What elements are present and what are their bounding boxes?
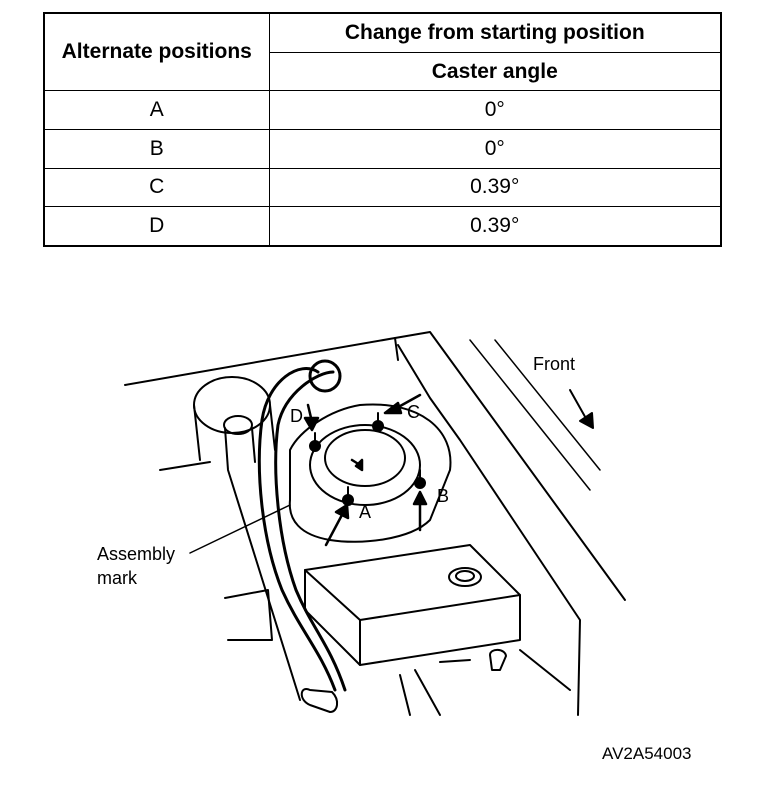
coolant-reservoir xyxy=(304,544,521,666)
position-cell: A xyxy=(43,90,270,130)
strut-mount-plate xyxy=(309,424,421,506)
label-a: A xyxy=(359,502,371,522)
label-d: D xyxy=(290,406,303,426)
fender-top-line xyxy=(124,337,399,386)
stud-a xyxy=(342,486,354,506)
front-label: Front xyxy=(533,354,575,374)
header-change-from-start: Change from starting position xyxy=(268,12,722,53)
strut-mount-center xyxy=(324,429,406,487)
inner-panel-line xyxy=(397,344,581,716)
label-c: C xyxy=(407,402,420,422)
table-row: D 0.39° xyxy=(43,206,722,247)
angle-cell: 0.39° xyxy=(268,167,722,208)
table-row: A 0° xyxy=(43,90,722,130)
strut-mount-illustration: Front D C A B Assembly mark xyxy=(97,331,626,716)
caster-angle-table: Alternate positions Change from starting… xyxy=(43,12,722,247)
reservoir-cap xyxy=(193,376,271,434)
assembly-mark-leader xyxy=(189,504,291,554)
stud-d xyxy=(309,432,321,452)
position-cell: C xyxy=(43,167,270,208)
header-caster-angle: Caster angle xyxy=(268,51,722,92)
angle-cell: 0.39° xyxy=(268,206,722,247)
hose xyxy=(257,367,337,692)
table-row: C 0.39° xyxy=(43,167,722,208)
figure-code: AV2A54003 xyxy=(602,744,692,763)
angle-cell: 0° xyxy=(268,128,722,169)
strut-tower xyxy=(288,403,452,543)
hose-fitting xyxy=(308,359,342,393)
stud-b xyxy=(414,469,426,489)
stud-c xyxy=(372,412,384,432)
table-row: B 0° xyxy=(43,128,722,169)
angle-cell: 0° xyxy=(268,90,722,130)
position-cell: D xyxy=(43,206,270,247)
assembly-label-line2: mark xyxy=(97,568,138,588)
label-b: B xyxy=(437,486,449,506)
position-cell: B xyxy=(43,128,270,169)
assembly-label-line1: Assembly xyxy=(97,544,175,564)
fender-edge-line xyxy=(394,331,626,601)
reservoir-filler-cap xyxy=(448,567,482,587)
position-arrows xyxy=(303,393,428,547)
header-alternate-positions: Alternate positions xyxy=(43,12,270,92)
